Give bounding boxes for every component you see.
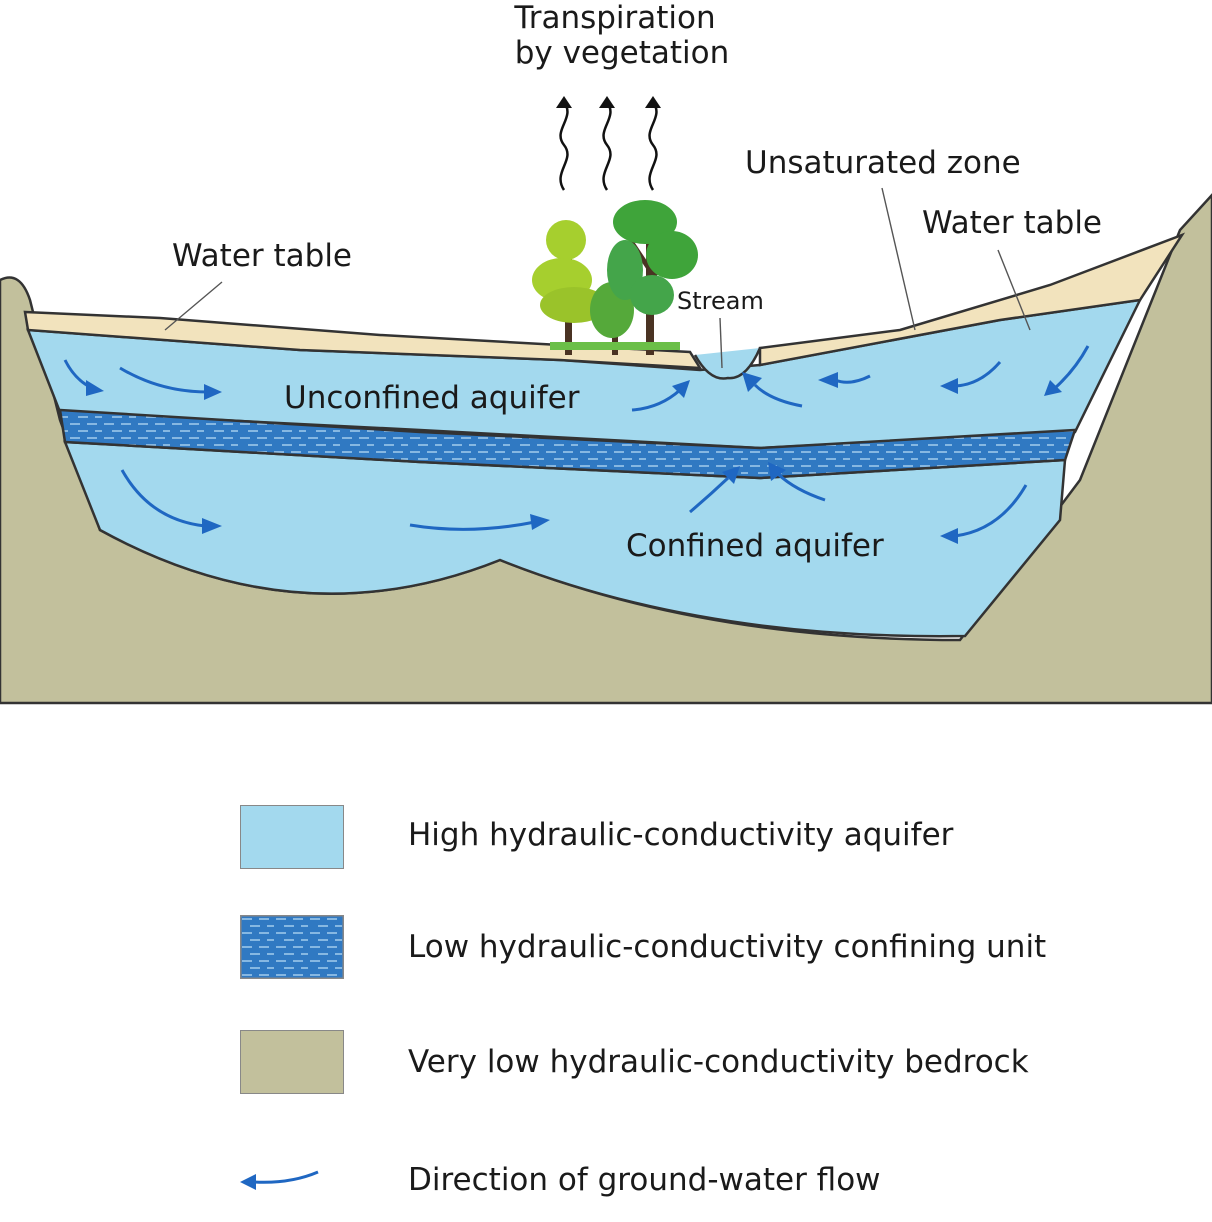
unconfined-aquifer-label: Unconfined aquifer [284, 380, 580, 416]
stream [693, 347, 762, 380]
aquifer-swatch [240, 805, 344, 869]
flow-arrows [63, 345, 1090, 544]
legend-label: High hydraulic-conductivity aquifer [408, 817, 954, 853]
confining-unit-swatch [240, 915, 344, 979]
legend-item-flow-direction: Direction of ground-water flow [0, 1152, 1212, 1222]
water-table-right-leader [997, 249, 1031, 331]
flow-arrow-icon [240, 1170, 319, 1190]
unsaturated-zone-label: Unsaturated zone [745, 145, 1021, 181]
transpiration-label-line1: Transpiration [513, 0, 715, 36]
unsaturated-zone-left [23, 310, 703, 370]
legend-item-confining-unit: Low hydraulic-conductivity confining uni… [0, 915, 1212, 985]
legend-item-aquifer: High hydraulic-conductivity aquifer [0, 805, 1212, 875]
unsaturated-zone-leader [881, 187, 916, 331]
legend-item-bedrock: Very low hydraulic-conductivity bedrock [0, 1030, 1212, 1100]
transpiration-arrows [556, 96, 661, 191]
water-table-right-label: Water table [922, 205, 1102, 241]
legend-label: Very low hydraulic-conductivity bedrock [408, 1044, 1029, 1080]
confined-aquifer [63, 440, 1067, 638]
water-table-left-leader [164, 281, 223, 331]
confining-unit [58, 408, 1077, 480]
vegetation [532, 200, 698, 355]
stream-label: Stream [677, 287, 764, 315]
unsaturated-zone-right [758, 232, 1186, 367]
groundwater-diagram: Transpiration by vegetation Unsaturated … [0, 0, 1212, 705]
legend-label: Low hydraulic-conductivity confining uni… [408, 929, 1047, 965]
stream-leader [719, 317, 723, 369]
confined-aquifer-label: Confined aquifer [626, 528, 884, 564]
transpiration-label-line2: by vegetation [515, 35, 730, 71]
bedrock-swatch [240, 1030, 344, 1094]
legend-label: Direction of ground-water flow [408, 1162, 881, 1198]
water-table-left-label: Water table [172, 238, 352, 274]
